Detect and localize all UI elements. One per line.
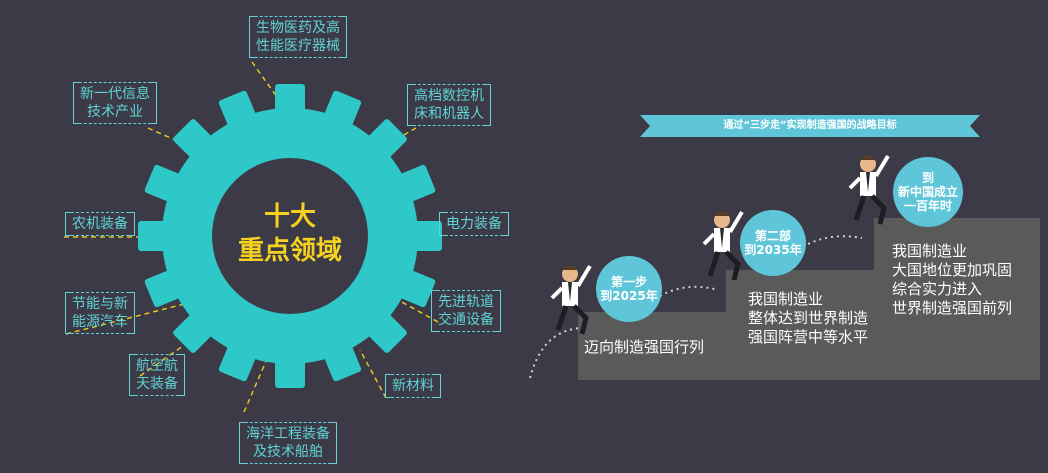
domain-label-new-energy-vehicles: 节能与新 能源汽车 <box>65 292 135 334</box>
step-desc-3: 我国制造业 大国地位更加巩固 综合实力进入 世界制造强国前列 <box>892 242 1013 317</box>
domain-label-rail-transit: 先进轨道 交通设备 <box>431 290 501 332</box>
domain-label-biomedicine: 生物医药及高 性能医疗器械 <box>249 16 347 58</box>
domain-label-robotics: 高档数控机 床和机器人 <box>407 84 491 126</box>
gear-icon <box>138 84 442 388</box>
step-desc-2: 我国制造业 整体达到世界制造 强国阵营中等水平 <box>748 290 869 346</box>
climbing-person-icon-1 <box>550 264 592 335</box>
gear-title: 十大 重点领域 <box>237 202 342 266</box>
step-badge-2: 第二部 到2035年 <box>740 210 806 276</box>
banner-text: 通过“三步走”实现制造强国的战略目标 <box>723 120 897 131</box>
domain-label-marine-engineering: 海洋工程装备 及技术船舶 <box>239 422 337 464</box>
domain-label-aerospace: 航空航 天装备 <box>129 354 185 396</box>
banner-ribbon <box>640 115 980 137</box>
climbing-person-icon-3 <box>848 154 890 225</box>
domain-label-agricultural-machinery: 农机装备 <box>65 212 135 236</box>
climbing-person-icon-2 <box>702 210 744 281</box>
step-badge-3: 到 新中国成立 一百年时 <box>893 157 963 227</box>
domain-label-new-materials: 新材料 <box>385 374 441 398</box>
domain-label-information-technology: 新一代信息 技术产业 <box>73 82 157 124</box>
step-badge-1: 第一步 到2025年 <box>596 256 662 322</box>
domain-label-power-equipment: 电力装备 <box>439 212 509 236</box>
step-desc-1: 迈向制造强国行列 <box>584 338 705 356</box>
